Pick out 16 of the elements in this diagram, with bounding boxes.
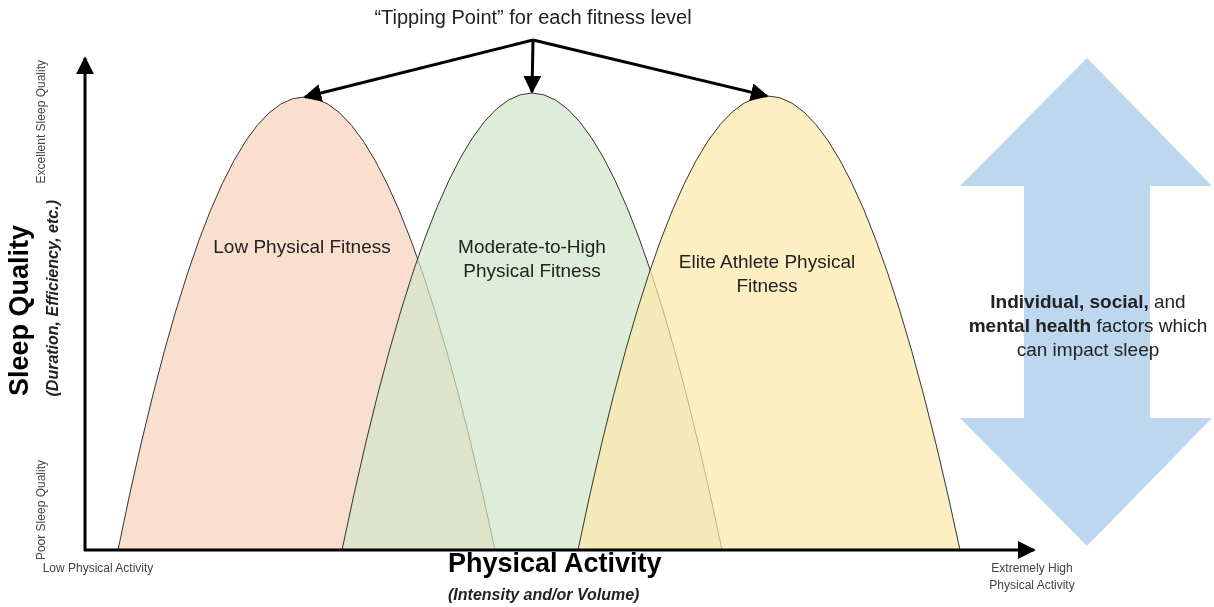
annotation-text: Individual, social, and mental health factors which can impact sleep: [967, 290, 1209, 362]
axis-title: Physical Activity: [448, 548, 662, 579]
axis-subtitle: (Duration, Efficiency, etc.): [44, 200, 62, 397]
axis-subtitle: (Intensity and/or Volume): [448, 586, 640, 604]
axis-title: Sleep Quality: [4, 225, 35, 397]
axis-end-label: Excellent Sleep Quality: [34, 60, 48, 184]
curve-label: Low Physical Fitness: [212, 235, 392, 259]
axis-end-label: Extremely High Physical Activity: [988, 560, 1076, 594]
curve-label: Moderate-to-High Physical Fitness: [457, 235, 607, 283]
axis-end-label: Poor Sleep Quality: [34, 460, 48, 561]
arrow: [523, 39, 542, 94]
curve-label: Elite Athlete Physical Fitness: [677, 250, 857, 298]
arrow: [532, 38, 769, 101]
annotation-text: “Tipping Point” for each fitness level: [374, 6, 692, 28]
arrow: [303, 38, 534, 102]
axis-end-label: Low Physical Activity: [41, 560, 155, 577]
